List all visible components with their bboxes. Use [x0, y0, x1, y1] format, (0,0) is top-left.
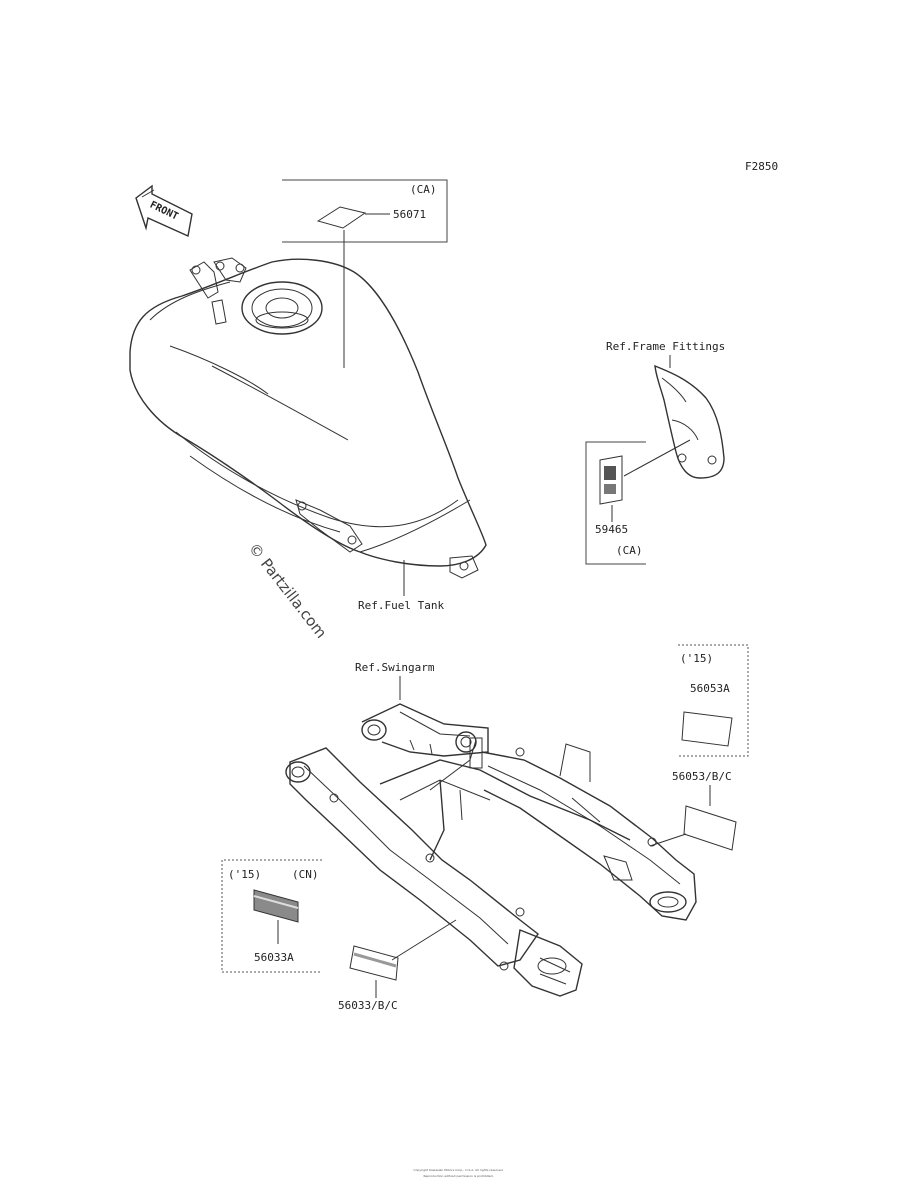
left-box-part-number: 56033A [254, 951, 294, 964]
frame-label-part-number: 59465 [595, 523, 628, 536]
swingarm-right-sticker-callout: 56053/B/C [649, 770, 737, 851]
swingarm-drawing [285, 703, 697, 997]
frame-label-callout-box: 59465 (CA) [585, 439, 691, 565]
tank-label-sticker [316, 206, 367, 229]
left-box-region: (CN) [292, 868, 319, 881]
left-year-callout-box: ('15) (CN) 56033A [221, 859, 322, 973]
left-box-year: ('15) [228, 868, 261, 881]
frame-fitting-drawing: Ref.Frame Fittings [606, 340, 725, 479]
frame-box-region: (CA) [616, 544, 643, 557]
tank-label-callout-box: (CA) 56071 [282, 179, 448, 368]
frame-fitting-ref: Ref.Frame Fittings [606, 340, 725, 353]
swingarm-left-sticker-callout: 56033/B/C [338, 919, 457, 1012]
front-label: FRONT [148, 200, 180, 223]
swingarm-right-part-number: 56053/B/C [672, 770, 732, 783]
right-year-callout-box: ('15) 56053A [678, 644, 749, 757]
tank-label-part-number: 56071 [393, 208, 426, 221]
swingarm-ref: Ref.Swingarm [355, 661, 435, 674]
fuel-tank-ref: Ref.Fuel Tank [358, 599, 444, 612]
footer-copyright: Copyright Kawasaki Motors Corp., U.S.A. … [413, 1168, 504, 1172]
swingarm-left-sticker [349, 945, 399, 981]
footer-notice: Reproduction without permission is prohi… [423, 1174, 494, 1178]
front-arrow-icon: FRONT [135, 184, 193, 238]
figure-code: F2850 [745, 160, 778, 173]
swingarm-right-sticker [683, 805, 737, 851]
right-box-sticker [681, 711, 733, 747]
right-box-year: ('15) [680, 652, 713, 665]
fuel-tank-drawing: Ref.Fuel Tank [129, 257, 487, 612]
frame-label-sticker [599, 455, 623, 505]
watermark: © Partzilla.com [245, 539, 330, 641]
tank-box-region: (CA) [410, 183, 437, 196]
swingarm-left-part-number: 56033/B/C [338, 999, 398, 1012]
right-box-part-number: 56053A [690, 682, 730, 695]
left-box-sticker [253, 889, 299, 923]
